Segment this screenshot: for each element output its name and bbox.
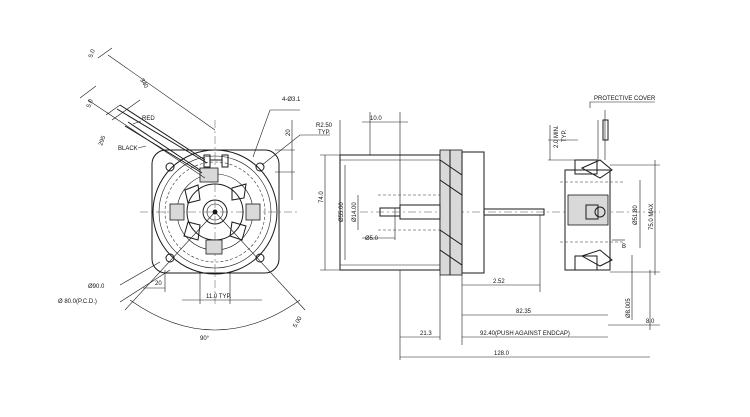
dia-8-005: Ø8.005 xyxy=(626,298,632,318)
label-protective-cover: PROTECTIVE COVER xyxy=(594,96,656,102)
dim-10: 10.0 xyxy=(370,116,382,122)
label-holes: 4-Ø3.1 xyxy=(282,97,301,103)
dim-2-min: 2.0 MIN. xyxy=(554,125,560,148)
dim-92-40: 92.40(PUSH AGAINST ENDCAP) xyxy=(480,331,570,337)
dim-5-bottom: 5.00 xyxy=(293,315,304,329)
section-b: B xyxy=(622,244,626,250)
dim-74: 74.0 xyxy=(319,191,325,203)
dia-55: Ø55.00 xyxy=(339,202,345,222)
wire-dim-5-top: 5.0 xyxy=(88,48,97,59)
dim-2-52: 2.52 xyxy=(493,279,505,285)
dia-51-80: Ø51.80 xyxy=(633,205,639,225)
dim-20-top: 20 xyxy=(286,129,292,136)
dia-14: Ø14.00 xyxy=(352,202,358,222)
endcap-view: PROTECTIVE COVER 2.0 MIN. TYP. Ø51.80 75… xyxy=(548,96,660,330)
dim-8: 8.0 xyxy=(646,319,655,325)
dim-21-3: 21.3 xyxy=(420,331,432,337)
side-view: 10.0 74.0 Ø55.00 Ø14.00 Ø5.0 2.52 82.35 … xyxy=(319,112,660,360)
dim-82-35: 82.35 xyxy=(516,309,532,315)
angle-90: 90° xyxy=(200,336,210,342)
dim-128: 128.0 xyxy=(494,351,510,357)
wire-len-295: 295 xyxy=(98,135,107,147)
dia-90: Ø90.0 xyxy=(88,284,105,290)
wire-len-340: 340 xyxy=(138,78,149,90)
label-typ-side: TYP. xyxy=(562,129,568,142)
wire-dim-5-mid: 5.0 xyxy=(86,98,95,109)
front-view: 340 5.0 5.0 295 RED BLACK 4-Ø3.1 R2.50 T… xyxy=(58,47,333,342)
dim-75-max: 75.0 MAX xyxy=(649,204,655,230)
label-radius: R2.50 xyxy=(316,123,333,129)
pcd-80: Ø 80.0(P.C.D.) xyxy=(58,299,97,305)
dim-20-bottom: 20 xyxy=(155,281,162,287)
label-typ-radius: TYP. xyxy=(318,130,331,136)
label-black: BLACK xyxy=(118,146,138,152)
dim-11-typ: 11.0 TYP. xyxy=(206,294,232,300)
dia-5: Ø5.0 xyxy=(365,236,379,242)
label-red: RED xyxy=(142,116,155,122)
